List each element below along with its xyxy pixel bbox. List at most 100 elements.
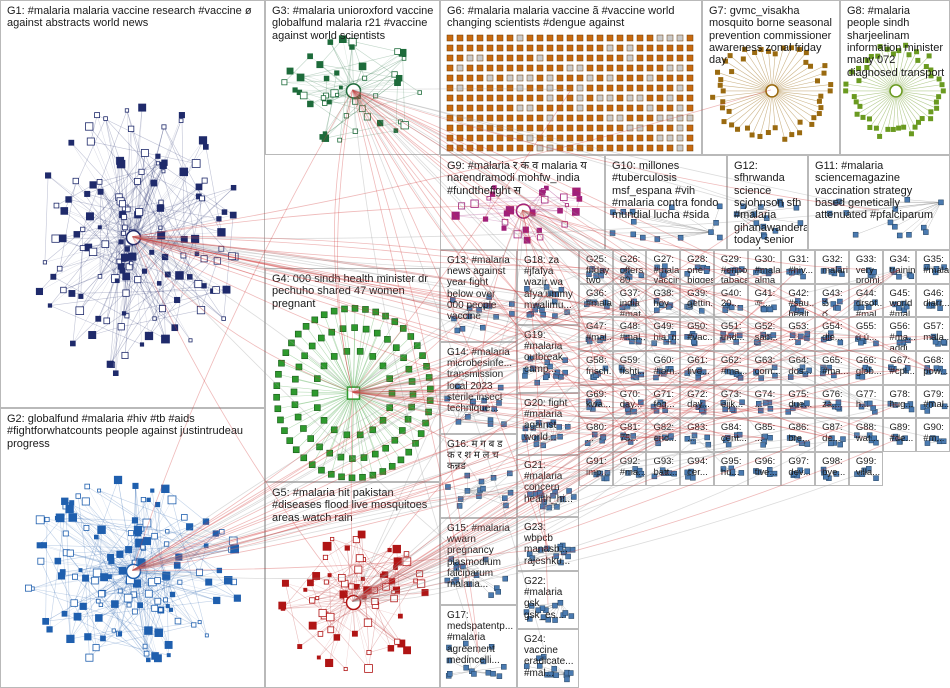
node[interactable] bbox=[45, 517, 49, 521]
group-panel-g16[interactable]: G16: म ग ब ड क र श म ल च कन्नड bbox=[440, 434, 517, 518]
node[interactable] bbox=[162, 254, 167, 259]
node[interactable] bbox=[67, 550, 73, 556]
node[interactable] bbox=[677, 45, 683, 51]
node[interactable] bbox=[923, 230, 928, 235]
node[interactable] bbox=[166, 530, 169, 533]
node[interactable] bbox=[577, 85, 583, 91]
node[interactable] bbox=[627, 65, 633, 71]
node[interactable] bbox=[587, 75, 593, 81]
node[interactable] bbox=[627, 135, 633, 141]
node[interactable] bbox=[224, 576, 232, 584]
group-panel-g47[interactable]: G47: #mal... bbox=[579, 317, 613, 351]
node[interactable] bbox=[557, 105, 563, 111]
node[interactable] bbox=[891, 127, 896, 132]
node[interactable] bbox=[179, 112, 184, 117]
node[interactable] bbox=[527, 105, 533, 111]
node[interactable] bbox=[122, 352, 128, 358]
node[interactable] bbox=[538, 235, 543, 240]
node[interactable] bbox=[527, 55, 533, 61]
node[interactable] bbox=[818, 94, 823, 99]
node[interactable] bbox=[567, 105, 573, 111]
node[interactable] bbox=[129, 253, 136, 260]
node[interactable] bbox=[176, 554, 182, 560]
node[interactable] bbox=[527, 135, 533, 141]
node[interactable] bbox=[657, 85, 663, 91]
node[interactable] bbox=[667, 125, 673, 131]
node[interactable] bbox=[527, 65, 533, 71]
group-panel-g55[interactable]: G55: ú ú... bbox=[849, 317, 883, 351]
node[interactable] bbox=[101, 574, 108, 581]
node[interactable] bbox=[502, 219, 508, 225]
node[interactable] bbox=[170, 592, 175, 597]
node[interactable] bbox=[213, 531, 218, 536]
node[interactable] bbox=[487, 95, 493, 101]
node[interactable] bbox=[527, 85, 533, 91]
node[interactable] bbox=[159, 306, 165, 312]
node[interactable] bbox=[189, 339, 192, 342]
node[interactable] bbox=[330, 537, 333, 540]
node[interactable] bbox=[597, 145, 603, 151]
node[interactable] bbox=[782, 137, 787, 142]
node[interactable] bbox=[657, 35, 663, 41]
node[interactable] bbox=[408, 333, 414, 339]
node[interactable] bbox=[296, 364, 302, 370]
node[interactable] bbox=[229, 253, 236, 260]
group-panel-g23[interactable]: G23: wbpcb manasb... rajeshku... bbox=[517, 517, 579, 571]
node[interactable] bbox=[323, 542, 331, 550]
node[interactable] bbox=[687, 145, 693, 151]
group-panel-g30[interactable]: G30: #malar... alma_... bbox=[748, 250, 782, 284]
node[interactable] bbox=[200, 196, 205, 201]
node[interactable] bbox=[715, 70, 720, 75]
node[interactable] bbox=[152, 653, 159, 660]
node[interactable] bbox=[607, 85, 613, 91]
node[interactable] bbox=[447, 35, 453, 41]
group-panel-g73[interactable]: G73: eijk... bbox=[714, 385, 748, 419]
node[interactable] bbox=[687, 125, 693, 131]
node[interactable] bbox=[667, 85, 673, 91]
node[interactable] bbox=[338, 138, 342, 142]
node[interactable] bbox=[79, 294, 83, 298]
node[interactable] bbox=[627, 45, 633, 51]
node[interactable] bbox=[365, 665, 373, 673]
node[interactable] bbox=[607, 105, 613, 111]
group-panel-g70[interactable]: G70: day... bbox=[613, 385, 647, 419]
node[interactable] bbox=[597, 35, 603, 41]
node[interactable] bbox=[527, 75, 533, 81]
node[interactable] bbox=[57, 266, 62, 271]
node[interactable] bbox=[122, 214, 127, 219]
node[interactable] bbox=[547, 65, 553, 71]
node[interactable] bbox=[70, 501, 74, 505]
node[interactable] bbox=[647, 115, 653, 121]
node[interactable] bbox=[144, 651, 149, 656]
node[interactable] bbox=[809, 122, 814, 127]
group-panel-g31[interactable]: G31: #hiv... bbox=[781, 250, 815, 284]
group-panel-g29[interactable]: G29: #enport... tabacal... bbox=[714, 250, 748, 284]
node[interactable] bbox=[114, 476, 121, 483]
node[interactable] bbox=[297, 74, 304, 81]
node[interactable] bbox=[143, 519, 151, 527]
node[interactable] bbox=[383, 313, 389, 319]
node[interactable] bbox=[318, 467, 324, 473]
node[interactable] bbox=[637, 35, 643, 41]
node[interactable] bbox=[507, 85, 513, 91]
node[interactable] bbox=[394, 129, 398, 133]
node[interactable] bbox=[557, 115, 563, 121]
node[interactable] bbox=[86, 654, 93, 661]
node[interactable] bbox=[198, 621, 201, 624]
node[interactable] bbox=[316, 596, 319, 599]
node[interactable] bbox=[477, 45, 483, 51]
node[interactable] bbox=[174, 562, 180, 568]
node[interactable] bbox=[607, 65, 613, 71]
group-panel-g25[interactable]: G25: friday two open #malaria bbox=[579, 250, 613, 284]
node[interactable] bbox=[301, 455, 307, 461]
node[interactable] bbox=[537, 35, 543, 41]
node[interactable] bbox=[222, 317, 226, 321]
node[interactable] bbox=[517, 55, 523, 61]
node[interactable] bbox=[773, 125, 778, 130]
node[interactable] bbox=[196, 184, 202, 190]
node[interactable] bbox=[537, 105, 543, 111]
node[interactable] bbox=[860, 115, 865, 120]
node[interactable] bbox=[410, 391, 416, 397]
node[interactable] bbox=[617, 85, 623, 91]
node[interactable] bbox=[687, 45, 693, 51]
